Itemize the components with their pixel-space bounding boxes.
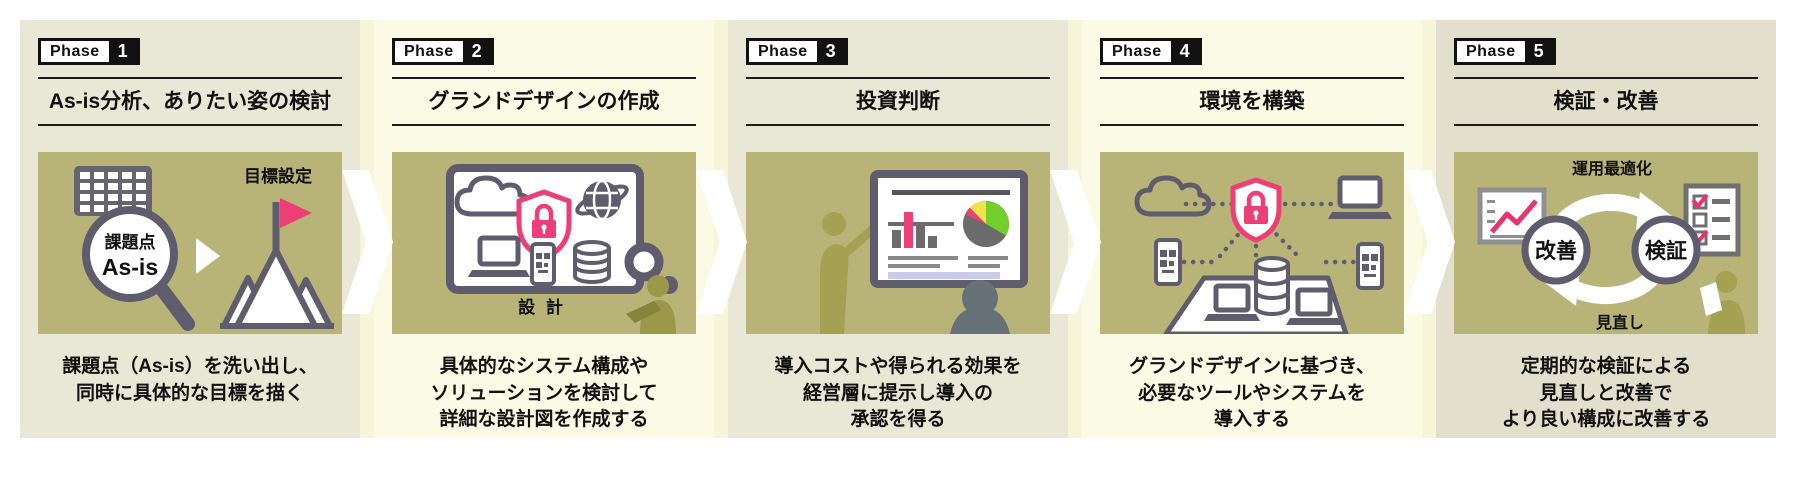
phase2-title: グランドデザインの作成 [428, 90, 660, 113]
phase4-panel: Phase 4 環境を構築 [1082, 20, 1422, 438]
laptop-icon [468, 235, 530, 277]
phase-badge-label: Phase [1112, 43, 1162, 60]
worker-person-icon [626, 275, 676, 334]
phase3-badge: Phase 3 [746, 38, 848, 65]
arrow-phase3-to-phase4 [1050, 170, 1101, 314]
arrow-phase4-to-phase5 [1404, 170, 1455, 314]
globe-icon [575, 179, 629, 221]
audience-person-icon [950, 280, 1010, 334]
phase-badge-label: Phase [1466, 43, 1516, 60]
phase1-title-rule: As-is分析、ありたい姿の検討 [38, 77, 342, 126]
phase2-description: 具体的なシステム構成や ソリューションを検討して 詳細な設計図を作成する [430, 356, 658, 431]
phase-badge-number: 1 [108, 41, 137, 62]
laptop-icon-topright [1328, 175, 1392, 219]
optimization-label: 運用最適化 [1572, 159, 1652, 178]
presentation-screen-icon [870, 170, 1028, 288]
improve-label: 改善 [1535, 239, 1577, 263]
phase4-illustration [1100, 152, 1404, 334]
magnifier-label-bottom: As-is [102, 254, 158, 280]
verify-circle: 検証 [1631, 215, 1701, 285]
cloud-icon [1134, 175, 1212, 217]
small-arrow-icon [196, 238, 220, 274]
arrow-phase2-to-phase3 [696, 170, 747, 314]
phase1-panel: Phase 1 As-is分析、ありたい姿の検討 目標設 [20, 20, 360, 438]
verify-label: 検証 [1645, 239, 1687, 263]
phase-badge-number: 2 [462, 41, 491, 62]
reviewer-person-icon [1700, 271, 1745, 334]
phase3-title: 投資判断 [856, 90, 940, 113]
phase1-badge: Phase 1 [38, 38, 140, 65]
phase4-title-rule: 環境を構築 [1100, 77, 1404, 126]
review-label: 見直し [1595, 313, 1644, 332]
phase3-panel: Phase 3 投資判断 [728, 20, 1068, 438]
shield-lock-icon [1230, 177, 1282, 243]
phase2-illustration: 設 計 [392, 152, 696, 334]
improve-circle: 改善 [1521, 215, 1591, 285]
phase5-description: 定期的な検証による 見直しと改善で より良い構成に改善する [1501, 356, 1711, 431]
phase5-title: 検証・改善 [1553, 90, 1659, 113]
shield-lock-icon [516, 189, 572, 261]
design-label: 設 計 [518, 297, 566, 317]
phase-badge-number: 4 [1170, 41, 1199, 62]
smartphone-icon [530, 242, 556, 286]
phase-badge-label: Phase [404, 43, 454, 60]
phase5-badge: Phase 5 [1454, 38, 1556, 65]
phase2-badge: Phase 2 [392, 38, 494, 65]
flag-mountain-icon: 目標設定 [220, 166, 334, 329]
goal-label: 目標設定 [244, 166, 312, 186]
phase5-panel: Phase 5 検証・改善 運用最適化 [1436, 20, 1776, 438]
smartphone-icon-left [1154, 238, 1182, 286]
phase5-illustration: 運用最適化 改善 [1454, 152, 1758, 334]
presenter-person-icon [820, 206, 894, 334]
phase-badge-number: 3 [816, 41, 845, 62]
phase2-title-rule: グランドデザインの作成 [392, 77, 696, 126]
phase4-badge: Phase 4 [1100, 38, 1202, 65]
phase5-title-rule: 検証・改善 [1454, 77, 1758, 126]
phase1-illustration: 目標設定 課題点 As-is [38, 152, 342, 334]
magnifier-label-top: 課題点 [105, 232, 156, 252]
magnifier-icon [624, 242, 678, 294]
laptop-icon-on-platform-right [1286, 287, 1342, 325]
smartphone-icon-right [1356, 242, 1384, 290]
phase1-title: As-is分析、ありたい姿の検討 [48, 90, 332, 113]
phase-badge-label: Phase [50, 43, 100, 60]
process-strip: Phase 1 As-is分析、ありたい姿の検討 目標設 [20, 20, 1776, 438]
phase4-title: 環境を構築 [1199, 90, 1305, 113]
phase-badge-number: 5 [1524, 41, 1553, 62]
phase2-panel: Phase 2 グランドデザインの作成 [374, 20, 714, 438]
phase3-description: 導入コストや得られる効果を 経営層に提示し導入の 承認を得る [774, 356, 1022, 431]
database-icon [573, 240, 611, 284]
pie-chart-icon [963, 200, 1009, 247]
arrow-phase1-to-phase2 [342, 170, 393, 314]
magnifier-icon: 課題点 As-is [82, 206, 195, 331]
bar-chart-icon [888, 212, 954, 248]
phase-badge-label: Phase [758, 43, 808, 60]
laptop-icon-on-platform-left [1204, 283, 1260, 321]
phase3-title-rule: 投資判断 [746, 77, 1050, 126]
phase1-description: 課題点（As-is）を洗い出し、 同時に具体的な目標を描く [62, 356, 318, 404]
database-icon [1254, 256, 1290, 316]
phase4-description: グランドデザインに基づき、 必要なツールやシステムを 導入する [1129, 356, 1375, 431]
checklist-icon [1683, 183, 1741, 257]
phase3-illustration [746, 152, 1050, 334]
